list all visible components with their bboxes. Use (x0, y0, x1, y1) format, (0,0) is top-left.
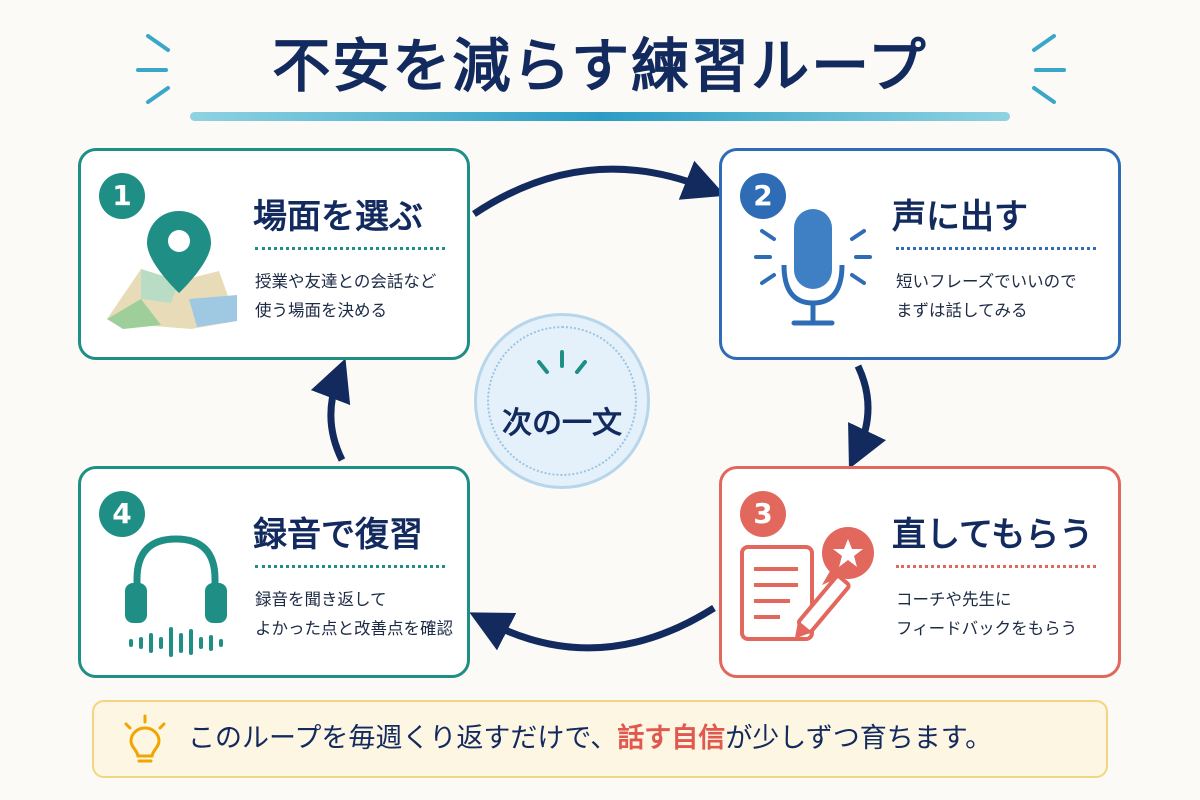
title-underline (190, 112, 1010, 121)
step-desc-line: 録音を聞き返して (255, 590, 387, 609)
step-number-badge: 2 (740, 173, 786, 219)
step-description: 録音を聞き返して よかった点と改善点を確認 (255, 585, 453, 643)
step-desc-line: 使う場面を決める (255, 301, 387, 320)
center-label: 次の一文 (502, 406, 622, 441)
arrow-step2-to-step3 (848, 364, 886, 469)
step-number-badge: 3 (740, 491, 786, 537)
step-description: 短いフレーズでいいので まずは話してみる (896, 267, 1077, 325)
center-inner-ring (487, 326, 637, 476)
step-desc-line: コーチや先生に (896, 590, 1012, 609)
footer-message: このループを毎週くり返すだけで、話す自信が少しずつ育ちます。 (188, 702, 992, 776)
step-card-2: 2 声に出す 短いフレーズでいいので まずは話してみる (719, 148, 1121, 360)
dotted-divider (896, 247, 1096, 250)
title-spark-right-icon (1032, 34, 1066, 104)
step-desc-line: 授業や友達との会話など (255, 272, 437, 291)
step-card-4: 4 録音で復習 録音を聞き返して よかった点と改善点を確認 (78, 466, 470, 678)
arrow-step4-to-step1 (310, 358, 351, 462)
step-desc-line: よかった点と改善点を確認 (255, 619, 453, 638)
center-spark-icon (537, 350, 587, 374)
step-title: 声に出す (892, 197, 1028, 237)
lightbulb-icon (124, 714, 166, 763)
page-title: 不安を減らす練習ループ (272, 32, 928, 100)
dotted-divider (255, 565, 445, 568)
step-number-badge: 1 (99, 173, 145, 219)
step-title: 場面を選ぶ (253, 197, 423, 237)
footer-banner: このループを毎週くり返すだけで、話す自信が少しずつ育ちます。 (92, 700, 1108, 778)
step-number-badge: 4 (99, 491, 145, 537)
step-card-1: 1 場面を選ぶ 授業や友達との会話など 使う場面を決める (78, 148, 470, 360)
map-pin-icon (107, 211, 237, 329)
footer-text-before: このループを毎週くり返すだけで、 (188, 723, 618, 754)
document-pen-icon (740, 527, 874, 641)
step-title: 直してもらう (892, 515, 1094, 555)
headphones-icon (125, 535, 227, 657)
step-desc-line: フィードバックをもらう (896, 619, 1078, 638)
step-description: コーチや先生に フィードバックをもらう (896, 585, 1077, 643)
footer-text-after: が少しずつ育ちます。 (725, 723, 993, 754)
center-circle: 次の一文 (474, 313, 650, 489)
step-description: 授業や友達との会話など 使う場面を決める (255, 267, 436, 325)
arrow-step3-to-step4 (469, 605, 716, 652)
step-desc-line: まずは話してみる (896, 301, 1028, 320)
step-title: 録音で復習 (253, 515, 423, 555)
dotted-divider (255, 247, 445, 250)
step-card-3: 3 直してもらう コーチや先生に フィードバックをもらう (719, 466, 1121, 678)
title-spark-left-icon (136, 34, 170, 104)
microphone-icon (754, 209, 872, 326)
arrow-step1-to-step2 (472, 160, 726, 217)
dotted-divider (896, 565, 1096, 568)
step-desc-line: 短いフレーズでいいので (896, 272, 1077, 291)
footer-highlight: 話す自信 (617, 723, 726, 754)
